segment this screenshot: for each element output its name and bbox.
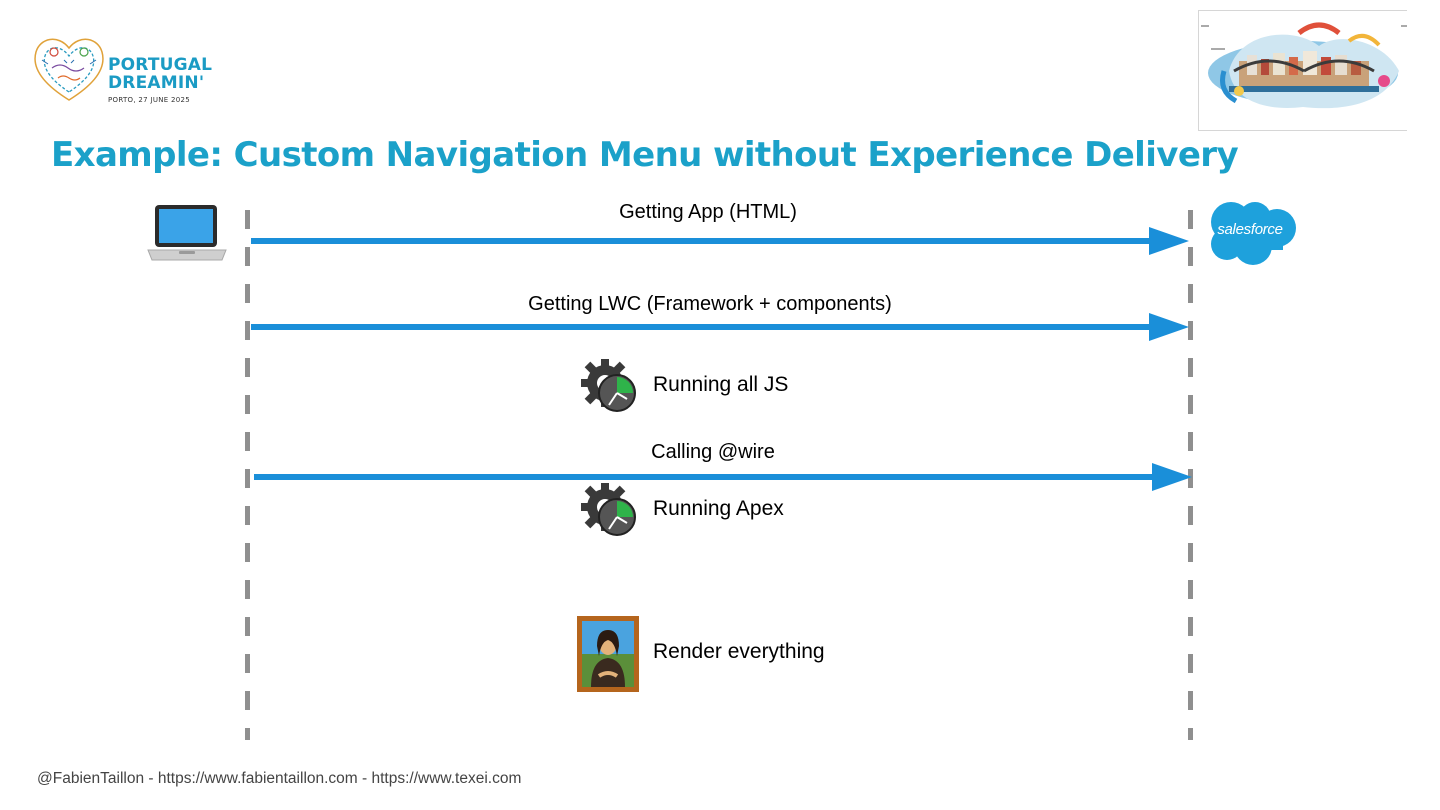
logo-line-1: PORTUGAL: [108, 55, 213, 75]
mona-lisa-painting-icon: [577, 616, 639, 692]
logo-line-2: DREAMIN': [108, 73, 205, 93]
porto-photo: [1198, 10, 1409, 131]
gear-clock-icon: [581, 483, 636, 536]
salesforce-cloud-icon: [1211, 202, 1296, 265]
footer-credits: @FabienTaillon - https://www.fabientaill…: [37, 770, 522, 787]
salesforce-logo: salesforce: [1203, 200, 1297, 266]
arrow-getting-app: [251, 227, 1189, 255]
heart-logo-icon: [34, 38, 104, 101]
client-lifeline: [245, 210, 250, 740]
step-label-render-everything: Render everything: [653, 640, 825, 663]
arrow-calling-wire: [254, 463, 1192, 491]
message-label-calling-wire: Calling @wire: [651, 441, 775, 463]
arrow-getting-lwc: [251, 313, 1189, 341]
salesforce-logo-text: salesforce: [1217, 221, 1283, 238]
message-label-getting-app: Getting App (HTML): [619, 201, 797, 223]
server-lifeline: [1188, 210, 1193, 740]
porto-cityscape-image: [1201, 22, 1409, 109]
message-label-getting-lwc: Getting LWC (Framework + components): [528, 293, 892, 315]
step-label-running-apex: Running Apex: [653, 497, 784, 520]
slide-title: Example: Custom Navigation Menu without …: [51, 135, 1239, 175]
portugal-dreamin-logo: PORTUGAL DREAMIN' PORTO, 27 JUNE 2025: [30, 30, 220, 110]
logo-subtitle: PORTO, 27 JUNE 2025: [108, 96, 191, 104]
laptop-icon: [147, 205, 227, 261]
step-label-running-js: Running all JS: [653, 373, 789, 396]
gear-clock-icon: [581, 359, 636, 412]
